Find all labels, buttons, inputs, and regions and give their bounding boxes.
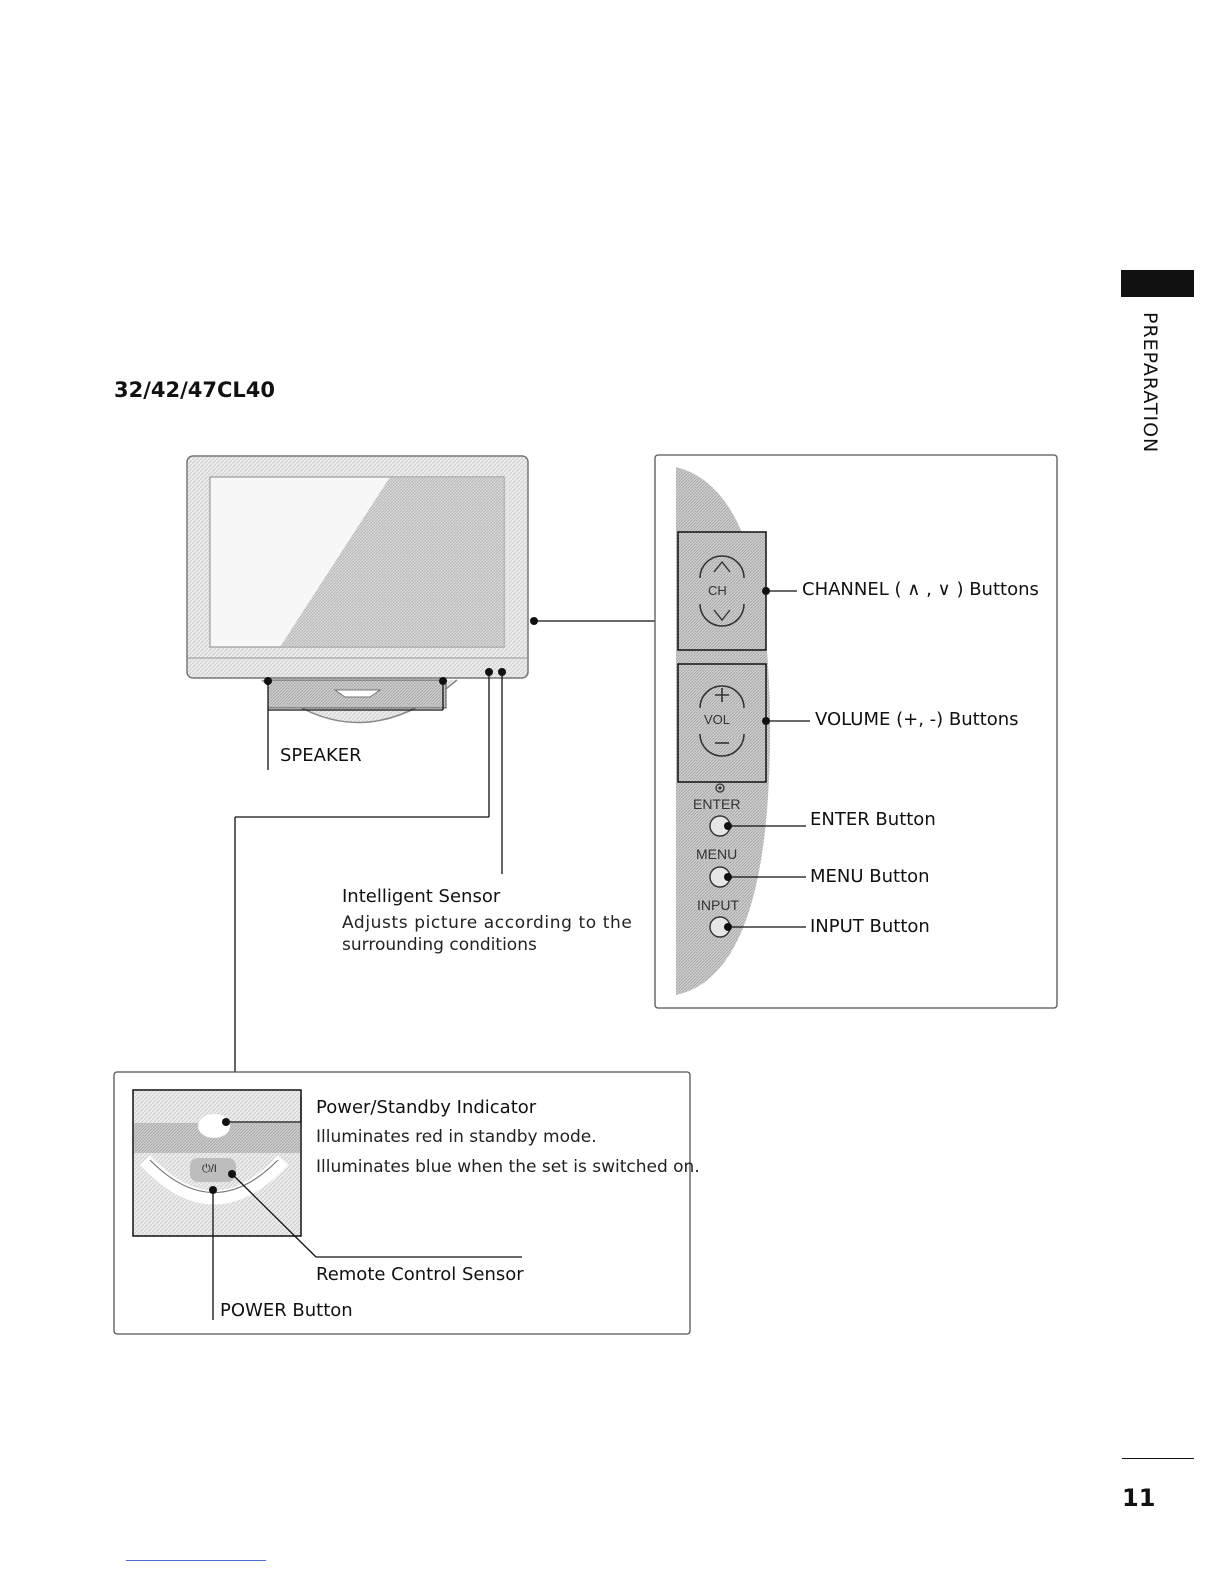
channel-button-group[interactable] — [677, 531, 767, 651]
side-panel-leaders — [728, 590, 810, 928]
power-symbol: ⏻/I — [202, 1163, 217, 1175]
enter-dot-icon — [715, 783, 725, 793]
vol-text: VOL — [704, 712, 731, 727]
volume-down-button[interactable] — [699, 733, 745, 757]
indicator-desc-1: Illuminates red in standby mode. — [316, 1127, 597, 1147]
model-title: 32/42/47CL40 — [114, 378, 276, 402]
enter-button-label: ENTER Button — [810, 809, 936, 830]
channel-up-button[interactable] — [699, 555, 745, 579]
remote-sensor-label: Remote Control Sensor — [316, 1264, 524, 1285]
menu-button-label: MENU Button — [810, 866, 930, 887]
volume-buttons-label: VOLUME (+, -) Buttons — [815, 709, 1019, 730]
speaker-label: SPEAKER — [280, 745, 362, 766]
enter-text: ENTER — [693, 796, 741, 812]
indicator-title: Power/Standby Indicator — [316, 1097, 537, 1118]
footer-link-line — [126, 1560, 266, 1561]
page-number-rule — [1122, 1458, 1194, 1459]
input-text: INPUT — [697, 897, 739, 913]
chevron-down-icon — [713, 609, 731, 622]
volume-up-button[interactable] — [699, 685, 745, 709]
volume-button-group[interactable] — [677, 663, 767, 783]
page-number: 11 — [1122, 1484, 1156, 1512]
tv-front-illustration — [186, 455, 529, 724]
bottom-panel-leaders — [212, 1097, 522, 1320]
channel-down-button[interactable] — [699, 603, 745, 627]
intelligent-sensor-desc-2: surrounding conditions — [342, 935, 537, 955]
power-button[interactable] — [190, 1158, 236, 1182]
input-button-label: INPUT Button — [810, 916, 930, 937]
indicator-desc-2: Illuminates blue when the set is switche… — [316, 1157, 700, 1177]
indicator-light — [198, 1114, 230, 1138]
enter-dot-center — [718, 786, 722, 790]
intelligent-sensor-desc-1: Adjusts picture according to the — [342, 913, 633, 933]
chevron-up-icon — [713, 560, 731, 573]
ch-text: CH — [708, 583, 727, 598]
side-panel-markers — [724, 587, 770, 931]
intelligent-sensor-title: Intelligent Sensor — [342, 886, 501, 907]
power-button-label: POWER Button — [220, 1300, 353, 1321]
section-tab-label: PREPARATION — [1139, 312, 1161, 454]
menu-text: MENU — [696, 846, 738, 862]
section-tab-marker — [1121, 270, 1194, 297]
plus-icon — [715, 688, 729, 702]
leader-lines — [234, 620, 655, 1072]
channel-buttons-label: CHANNEL ( ∧ , ∨ ) Buttons — [802, 579, 1039, 600]
power-arc-highlight — [139, 1155, 289, 1205]
bottom-panel-markers — [209, 1118, 236, 1194]
